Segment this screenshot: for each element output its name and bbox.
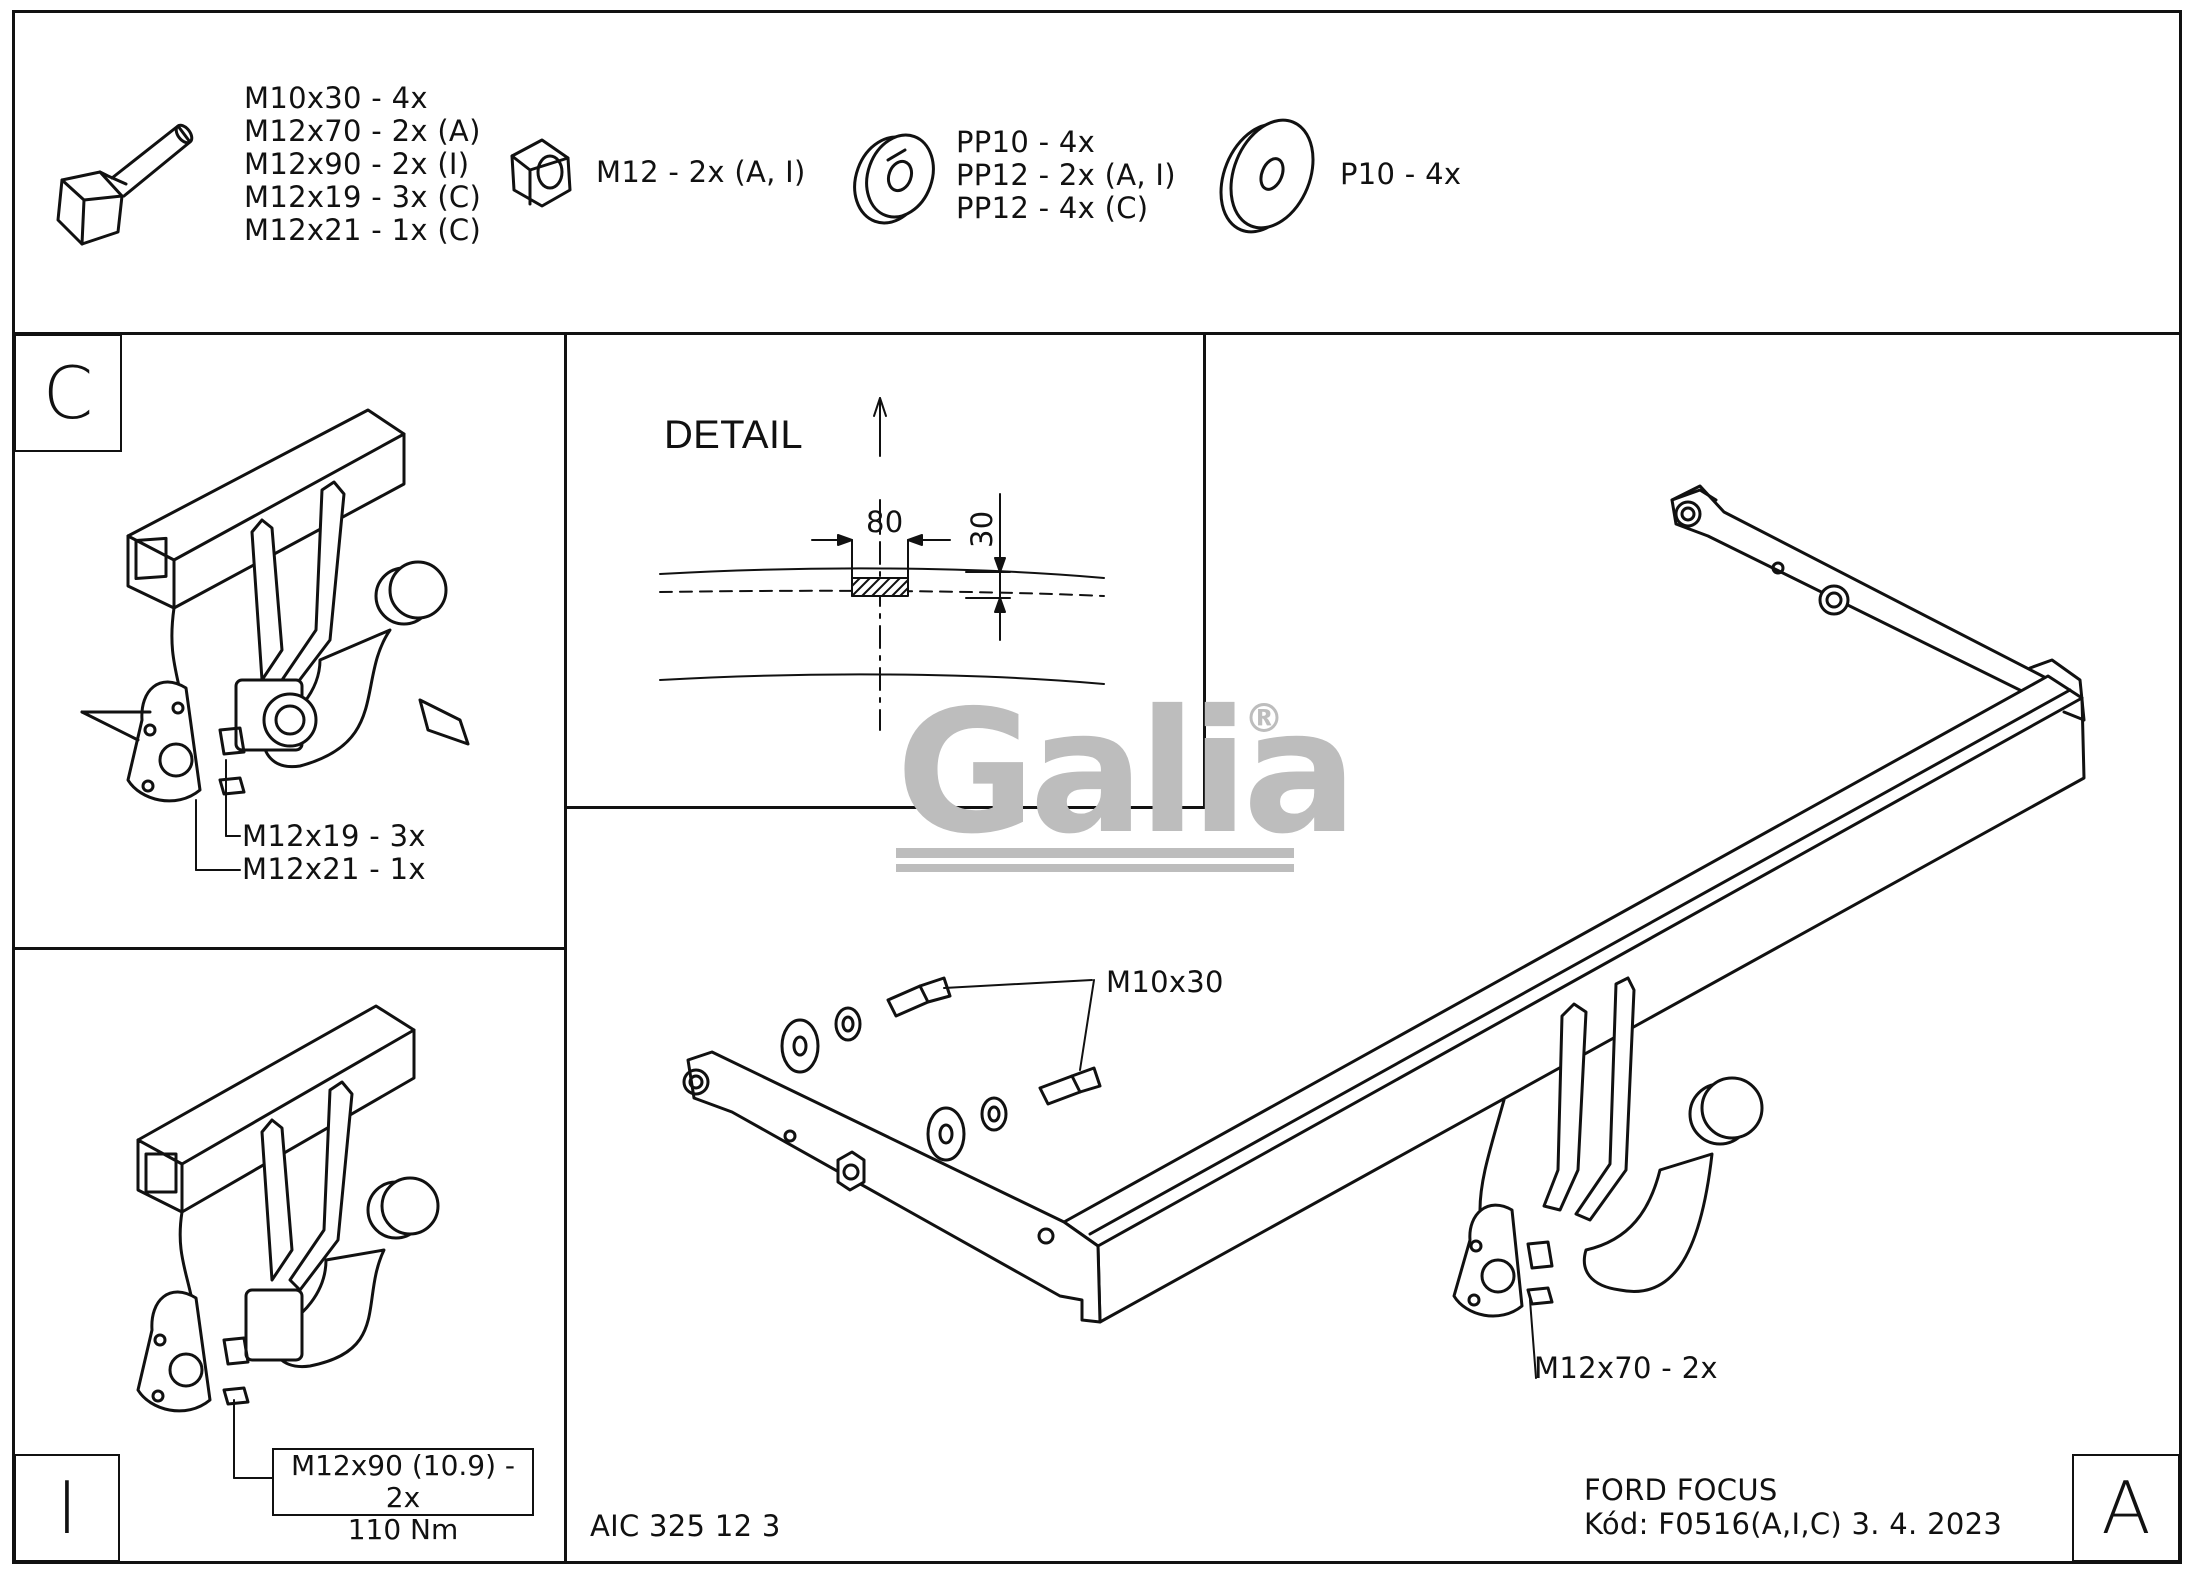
washer-spec-line: PP10 - 4x [956, 125, 1096, 159]
galia-logo-text: Galia [896, 674, 1358, 872]
panel-c-label-2: M12x21 - 1x [242, 852, 426, 886]
detail-frame-bottom [565, 806, 1206, 809]
spring-washer-icon [853, 133, 935, 225]
galia-logo: Galia ® [896, 688, 1358, 888]
drawing-code: AIC 325 12 3 [590, 1509, 781, 1543]
bolt-spec-line: M12x70 - 2x (A) [244, 114, 481, 148]
hex-bolt-icon [56, 123, 194, 246]
bolt-spec-line: M12x19 - 3x (C) [244, 180, 482, 214]
header-divider [12, 332, 2182, 335]
nut-spec: M12 - 2x (A, I) [596, 155, 806, 189]
detail-dim-width: 80 [866, 505, 904, 539]
panel-a-letter: A [2072, 1454, 2180, 1562]
panel-i-drawing [136, 1004, 440, 1479]
kod-line: Kód: F0516(A,I,C) 3. 4. 2023 [1584, 1507, 2003, 1541]
panel-i-box-line-2: 110 Nm [347, 1513, 459, 1546]
panel-c-letter: C [14, 334, 122, 452]
bolt-spec-list: M10x30 - 4x M12x70 - 2x (A) M12x90 - 2x … [244, 82, 481, 247]
drawing-border [12, 10, 2182, 1564]
flat-washer-icon [1219, 118, 1315, 234]
panel-c-label-1: M12x19 - 3x [242, 819, 426, 853]
logo-underline [896, 848, 1294, 858]
bolt-spec-line: M10x30 - 4x [244, 81, 428, 115]
main-bolt-label: M10x30 [1106, 965, 1224, 999]
logo-underline-2 [896, 864, 1294, 872]
detail-drawing [659, 397, 1105, 731]
detail-frame-right [1203, 334, 1206, 808]
left-panels-divider [12, 947, 565, 950]
bolt-spec-line: M12x21 - 1x (C) [244, 213, 482, 247]
left-column-divider [564, 332, 567, 1564]
detail-dim-height: 30 [965, 510, 999, 548]
panel-i-torque-box: M12x90 (10.9) - 2x 110 Nm [272, 1448, 534, 1546]
vehicle-name: FORD FOCUS [1584, 1473, 1778, 1507]
bolt-spec-line: M12x90 - 2x (I) [244, 147, 470, 181]
main-assembly-drawing [682, 484, 2086, 1379]
panel-i-letter: I [14, 1454, 120, 1562]
detail-title: DETAIL [664, 413, 803, 457]
washer-spec-line: PP12 - 2x (A, I) [956, 158, 1176, 192]
spring-washer-spec-list: PP10 - 4x PP12 - 2x (A, I) PP12 - 4x (C) [956, 126, 1176, 225]
hex-nut-icon [510, 138, 572, 208]
washer-spec-line: PP12 - 4x (C) [956, 191, 1149, 225]
panel-c-drawing [80, 408, 470, 871]
flat-washer-spec: P10 - 4x [1340, 157, 1462, 191]
main-bolt2-label: M12x70 - 2x [1534, 1351, 1718, 1385]
panel-i-box-line-1: M12x90 (10.9) - 2x [290, 1449, 516, 1514]
registered-mark-icon: ® [1244, 696, 1284, 742]
